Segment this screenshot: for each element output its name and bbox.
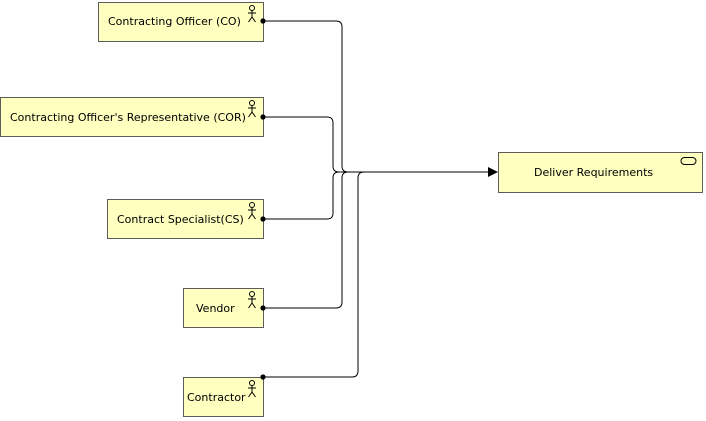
edge-start-dot-cs — [260, 216, 266, 222]
connections — [263, 20, 498, 378]
actor-box — [0, 97, 264, 137]
edge-cs-to-deliver-requirements[interactable] — [263, 171, 497, 220]
actor-label-co: Contracting Officer (CO) — [108, 15, 241, 28]
service-box — [498, 152, 703, 193]
actor-node-cor[interactable]: Contracting Officer's Representative (CO… — [0, 97, 264, 137]
business-actor-icon — [248, 380, 256, 398]
edge-vendor-to-deliver-requirements[interactable] — [263, 171, 497, 309]
actor-label-cs: Contract Specialist(CS) — [117, 213, 244, 226]
actor-box — [98, 2, 264, 42]
business-actor-icon — [248, 5, 256, 23]
actor-label-contractor: Contractor — [187, 391, 246, 404]
actor-label-cor: Contracting Officer's Representative (CO… — [10, 111, 246, 124]
actor-node-co[interactable]: Contracting Officer (CO) — [98, 2, 264, 42]
connection-endpoints — [260, 18, 266, 380]
edge-start-dot-cor — [260, 114, 266, 120]
actor-label-vendor: Vendor — [196, 302, 235, 315]
actor-node-vendor[interactable]: Vendor — [183, 288, 264, 328]
service-label-deliver-requirements: Deliver Requirements — [534, 166, 653, 179]
edge-contractor-to-deliver-requirements[interactable] — [263, 171, 497, 378]
service-node-deliver-requirements[interactable]: Deliver Requirements — [498, 152, 703, 193]
business-actor-icon — [248, 100, 256, 118]
business-actor-icon — [248, 202, 256, 220]
business-actor-icon — [248, 291, 256, 309]
edge-co-to-deliver-requirements[interactable] — [263, 20, 498, 177]
actor-node-contractor[interactable]: Contractor — [183, 377, 264, 417]
business-service-icon — [680, 157, 697, 165]
edge-start-dot-vendor — [260, 305, 266, 311]
actor-node-cs[interactable]: Contract Specialist(CS) — [107, 199, 264, 239]
edge-cor-to-deliver-requirements[interactable] — [263, 116, 497, 173]
edge-start-dot-co — [260, 18, 266, 24]
edge-start-dot-contractor — [260, 374, 266, 380]
